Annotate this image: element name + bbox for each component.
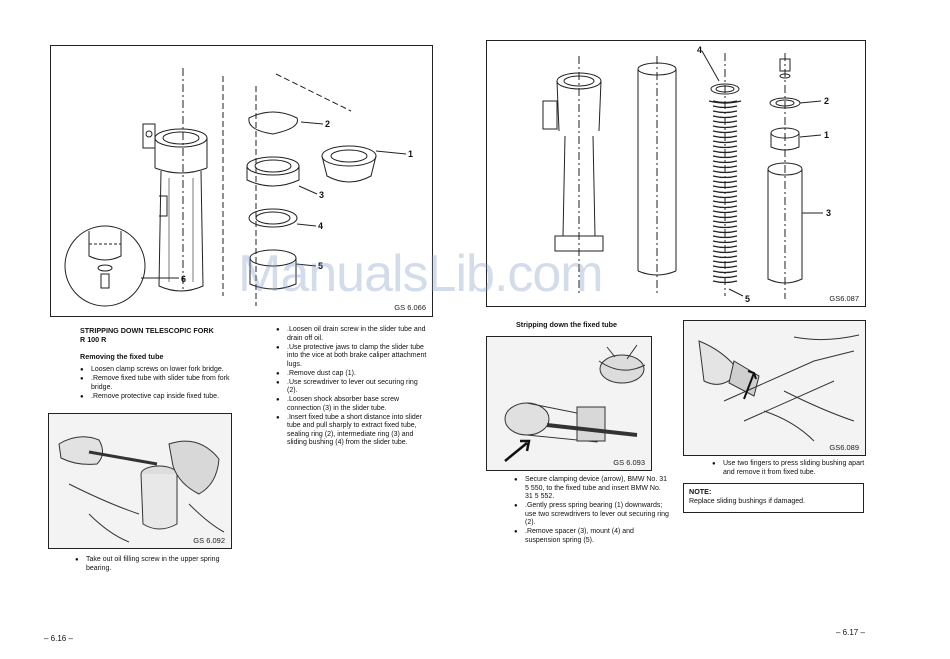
oil-filling-screw-photo (49, 414, 231, 548)
spring-coil (712, 280, 738, 284)
list-item: .Insert fixed tube a short distance into… (276, 414, 429, 448)
figure-gs6-087: 4 2 1 3 5 GS6.087 (486, 40, 866, 307)
figure-gs-6-092: GS 6.092 (48, 413, 232, 549)
spring-coil (712, 120, 738, 124)
spring-coil (712, 225, 738, 229)
callout-1: 1 (408, 149, 413, 159)
list-item: .Use protective jaws to clamp the slider… (276, 344, 429, 370)
section-title-line2: R 100 R (80, 335, 107, 344)
note-text: Replace sliding bushings if damaged. (689, 498, 805, 505)
spring-coil (712, 235, 738, 239)
figure-gs-6-093: GS 6.093 (486, 336, 652, 471)
callout-2: 2 (824, 96, 829, 106)
spring-coil (712, 185, 738, 189)
list-item: .Gently press spring bearing (1) downwar… (514, 502, 669, 528)
callout-4: 4 (697, 45, 702, 55)
note-label: NOTE: (689, 487, 712, 496)
spring-coil (712, 140, 738, 144)
spring-coil (712, 265, 738, 269)
spring-coil (712, 145, 738, 149)
sliding-bushing-photo (684, 321, 865, 455)
page-number-right: – 6.17 – (836, 628, 865, 637)
callout-2: 2 (325, 119, 330, 129)
callout-1: 1 (824, 130, 829, 140)
list-item: .Loosen shock absorber base screw connec… (276, 396, 429, 413)
list-item: Secure clamping device (arrow), BMW No. … (514, 476, 669, 502)
spring-coil (712, 220, 738, 224)
fixed-tube-exploded-diagram: 4 2 1 3 5 (542, 45, 831, 304)
section-title: STRIPPING DOWN TELESCOPIC FORK R 100 R (80, 326, 240, 344)
spring-coil (712, 170, 738, 174)
list-item: .Loosen oil drain screw in the slider tu… (276, 326, 429, 343)
steps-list-left-col2: .Loosen oil drain screw in the slider tu… (276, 326, 429, 448)
spring-coil (712, 250, 738, 254)
spring-coil (712, 245, 738, 249)
callout-5: 5 (318, 261, 323, 271)
callout-3: 3 (319, 190, 324, 200)
spring-coil (712, 205, 738, 209)
spring-coil (712, 125, 738, 129)
callout-5: 5 (745, 294, 750, 304)
callout-3: 3 (826, 208, 831, 218)
spring-coil (712, 215, 738, 219)
steps-list-after-figure: Take out oil filling screw in the upper … (75, 556, 235, 574)
callout-6: 6 (181, 274, 186, 284)
subheading-removing-fixed-tube: Removing the fixed tube (80, 352, 164, 361)
list-item: .Remove fixed tube with slider tube from… (80, 375, 231, 392)
figure-code: GS6.089 (829, 443, 859, 452)
spring-coil (712, 115, 738, 119)
figure-gs6-089: GS6.089 (683, 320, 866, 456)
list-item: Take out oil filling screw in the upper … (75, 556, 235, 573)
figure-code: GS 6.092 (193, 536, 225, 545)
spring-coil (712, 195, 738, 199)
spring-coil (712, 165, 738, 169)
list-item: .Remove protective cap inside fixed tube… (80, 393, 231, 402)
spring-coil (712, 150, 738, 154)
steps-list-right-left: Secure clamping device (arrow), BMW No. … (514, 476, 669, 546)
figure-code: GS 6.066 (394, 303, 426, 312)
figure-code: GS6.087 (829, 294, 859, 303)
spring-coil (712, 160, 738, 164)
spring-coil (712, 180, 738, 184)
spring-coil (712, 230, 738, 234)
spring-coil (712, 275, 738, 279)
spring-coil (712, 100, 738, 104)
page-number-left: – 6.16 – (44, 634, 73, 643)
spring-coil (712, 210, 738, 214)
list-item: Use two fingers to press sliding bushing… (712, 460, 867, 477)
watermark: ManualsLib.com (238, 245, 604, 303)
spring-coil (712, 110, 738, 114)
list-item: Loosen clamp screws on lower fork bridge… (80, 366, 231, 375)
spring-coil (712, 200, 738, 204)
figure-code: GS 6.093 (613, 458, 645, 467)
list-item: .Remove dust cap (1). (276, 370, 429, 379)
spring-coil (712, 260, 738, 264)
steps-list-left-col1: Loosen clamp screws on lower fork bridge… (80, 366, 231, 402)
spring-coil (712, 105, 738, 109)
callout-4: 4 (318, 221, 323, 231)
clamping-device-photo (487, 337, 651, 470)
subheading-stripping-fixed-tube: Stripping down the fixed tube (516, 320, 618, 329)
spring-coil (712, 270, 738, 274)
steps-list-right-right: Use two fingers to press sliding bushing… (712, 460, 867, 478)
spring-coil (712, 190, 738, 194)
spring-coil (712, 175, 738, 179)
spring-coil (712, 135, 738, 139)
list-item: .Remove spacer (3), mount (4) and suspen… (514, 528, 669, 545)
spring-coil (712, 130, 738, 134)
spring-coil (712, 155, 738, 159)
section-title-line1: STRIPPING DOWN TELESCOPIC FORK (80, 326, 214, 335)
list-item: .Use screwdriver to lever out securing r… (276, 379, 429, 396)
fork-exploded-diagram: 2 1 3 4 5 6 (64, 68, 413, 307)
note-box: NOTE: Replace sliding bushings if damage… (683, 483, 864, 513)
spring-coil (712, 255, 738, 259)
spring-coil (712, 240, 738, 244)
figure-gs-6-066: 2 1 3 4 5 6 GS 6.066 (50, 45, 433, 317)
